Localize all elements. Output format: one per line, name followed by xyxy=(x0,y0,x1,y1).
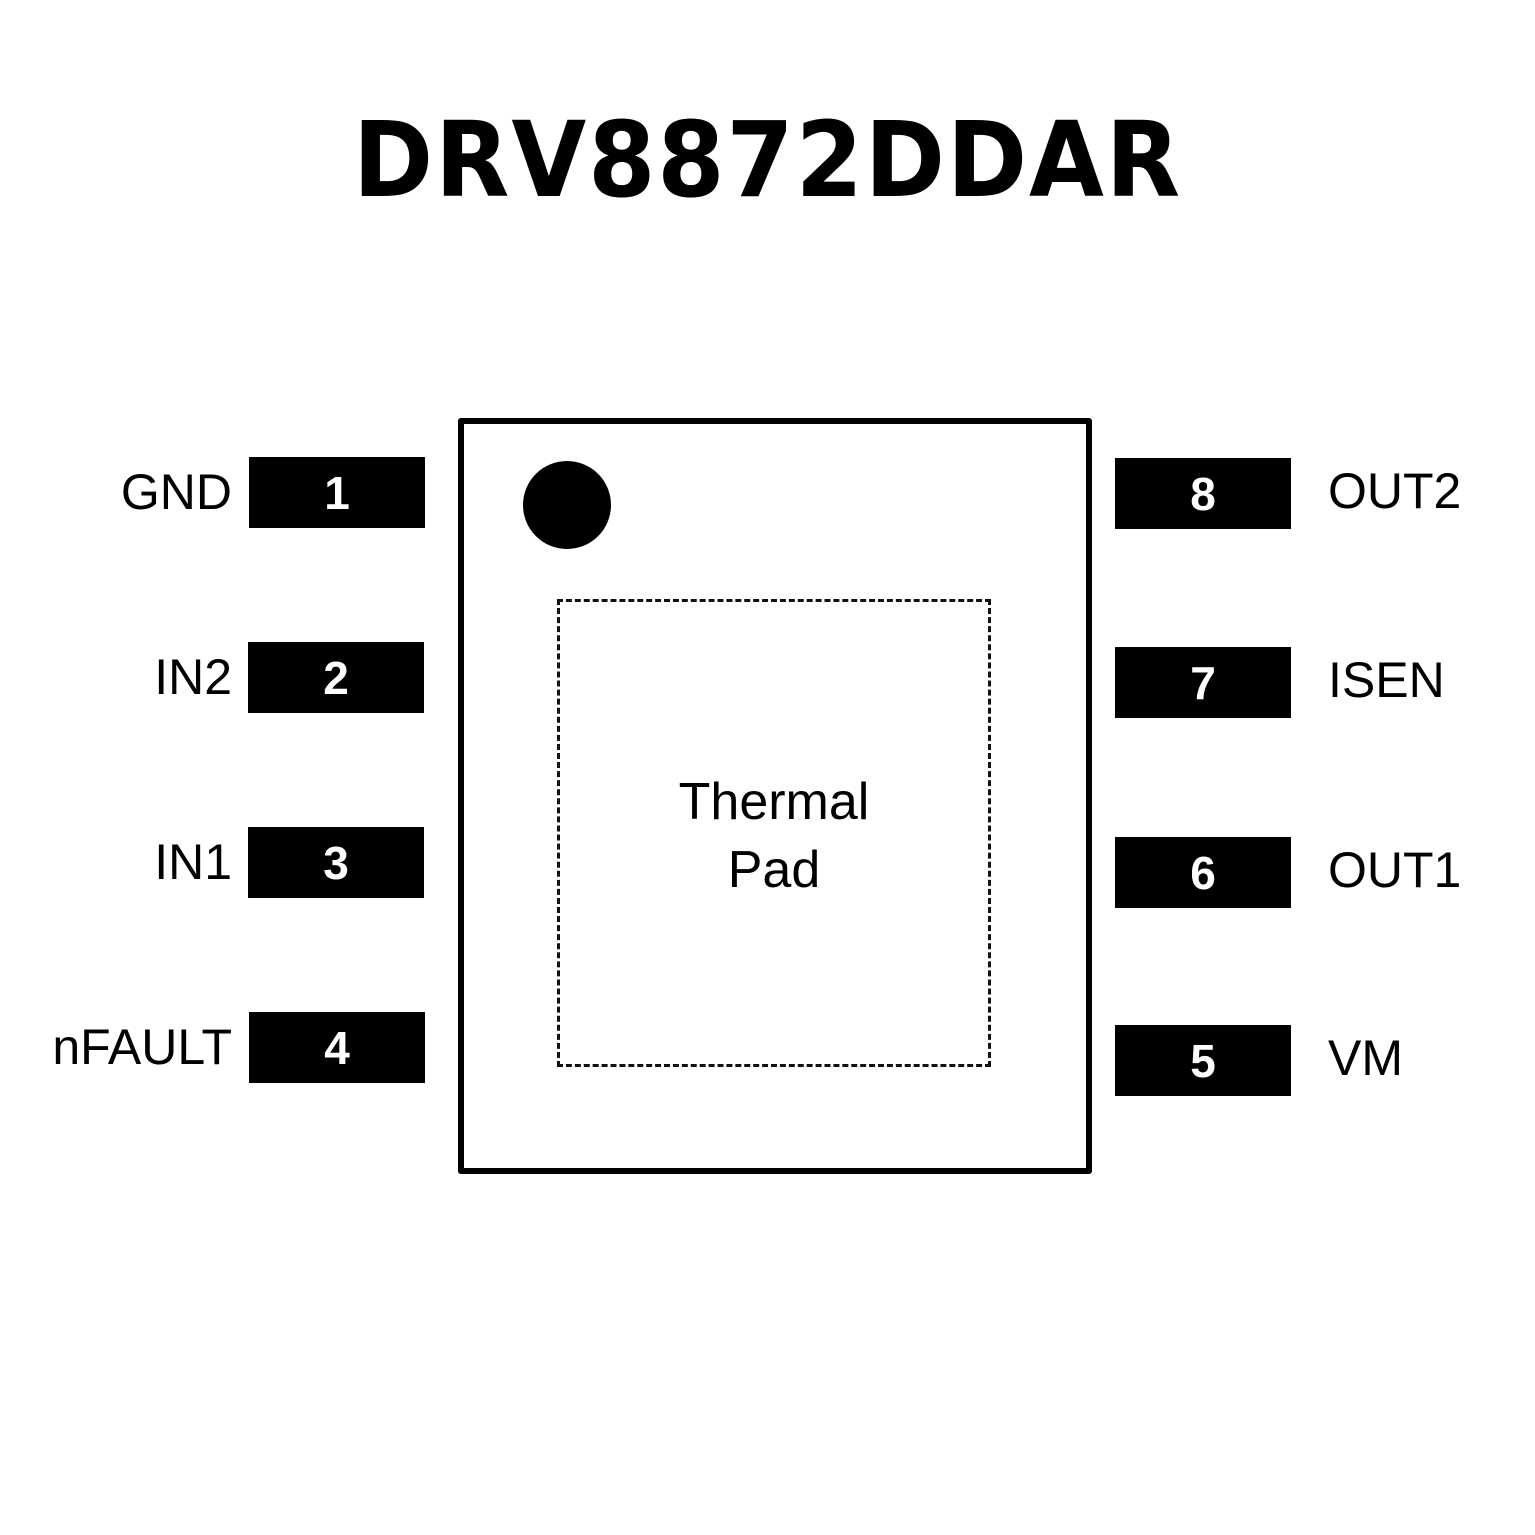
pin-1: 1 xyxy=(249,457,425,528)
pin-8: 8 xyxy=(1115,458,1291,529)
pin-name-3: IN1 xyxy=(154,834,232,890)
pin-4: 4 xyxy=(249,1012,425,1083)
package-body xyxy=(458,418,1092,1174)
pin-2: 2 xyxy=(248,642,424,713)
pin-6: 6 xyxy=(1115,837,1291,908)
pin-name-5: VM xyxy=(1328,1030,1403,1086)
thermal-pad-label-line1: Thermal xyxy=(678,773,870,831)
pin-3: 3 xyxy=(248,827,424,898)
pin1-indicator-dot xyxy=(523,461,611,549)
pin-name-6: OUT1 xyxy=(1328,842,1462,898)
thermal-pad-outline xyxy=(557,599,991,1067)
pin-name-4: nFAULT xyxy=(52,1019,232,1075)
thermal-pad-label: Thermal Pad xyxy=(557,768,991,904)
thermal-pad-label-line2: Pad xyxy=(727,841,821,899)
pin-name-7: ISEN xyxy=(1328,652,1445,708)
pin-name-8: OUT2 xyxy=(1328,463,1462,519)
pin-name-1: GND xyxy=(120,464,232,520)
pin-name-2: IN2 xyxy=(154,649,232,705)
chip-title: DRV8872DDAR xyxy=(352,99,1183,221)
pin-7: 7 xyxy=(1115,647,1291,718)
pin-5: 5 xyxy=(1115,1025,1291,1096)
